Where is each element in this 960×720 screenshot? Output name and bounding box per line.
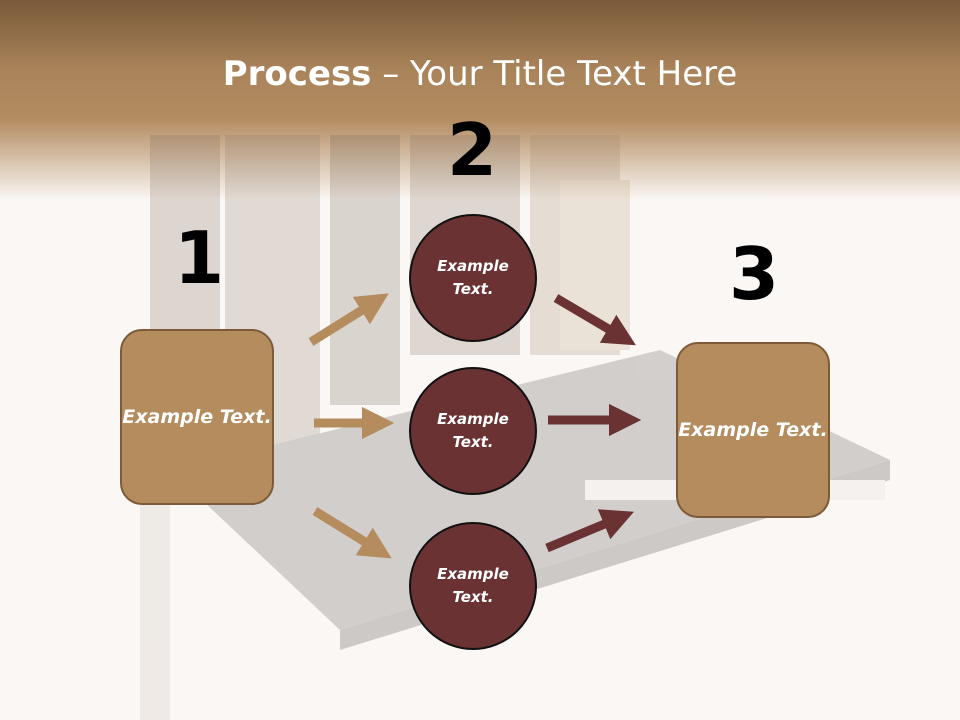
step-number-2: 2 <box>446 108 498 192</box>
step-1-text: Example Text. <box>122 405 272 428</box>
step-2-circle-middle: Example Text. <box>409 367 537 495</box>
step-number-3: 3 <box>728 232 780 316</box>
title-strong: Process <box>222 54 372 94</box>
slide-title: Process – Your Title Text Here <box>0 54 960 94</box>
arrow-bottom-to-3 <box>545 509 634 553</box>
arrow-1-to-top <box>308 293 389 346</box>
step-3-box: Example Text. <box>676 342 830 518</box>
circle-top-text: Example Text. <box>437 257 509 298</box>
title-rest: – Your Title Text Here <box>371 54 738 94</box>
step-1-box: Example Text. <box>120 329 274 505</box>
step-2-circle-bottom: Example Text. <box>409 522 537 650</box>
arrow-1-to-bottom <box>312 507 392 559</box>
step-number-1: 1 <box>173 216 225 300</box>
title-banner <box>0 0 960 200</box>
circle-middle-text: Example Text. <box>437 410 509 451</box>
circle-bottom-text: Example Text. <box>437 565 509 606</box>
arrow-top-to-3 <box>553 294 636 346</box>
step-3-text: Example Text. <box>678 418 828 441</box>
step-2-circle-top: Example Text. <box>409 214 537 342</box>
